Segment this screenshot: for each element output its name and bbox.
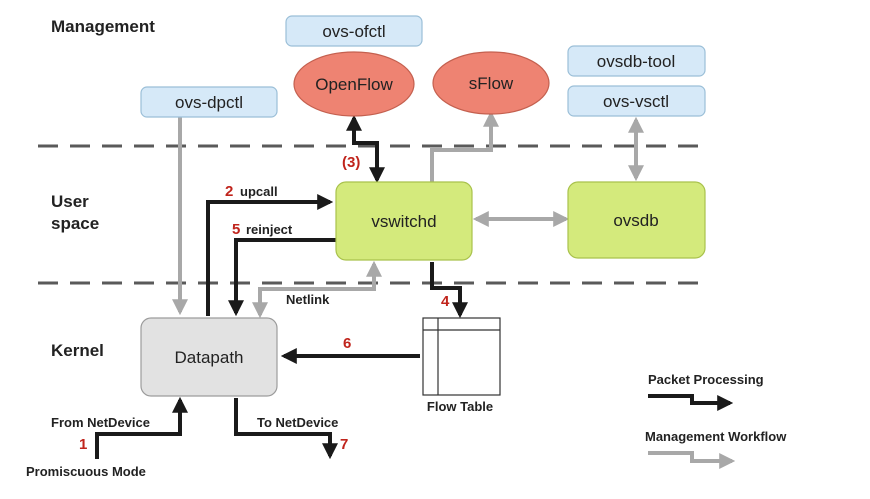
box-ovs-dpctl bbox=[140, 86, 278, 118]
box-ovs-ofctl bbox=[285, 15, 423, 47]
arrow-netlink bbox=[252, 260, 382, 319]
arrow-step5-reinject bbox=[228, 238, 336, 317]
layer-label-user-space-2: space bbox=[51, 214, 99, 233]
legend-swatch-packet-processing bbox=[648, 394, 734, 411]
label-datapath: Datapath bbox=[175, 348, 244, 367]
box-ovs-vsctl bbox=[567, 85, 706, 117]
label-flow-table: Flow Table bbox=[427, 399, 493, 414]
step-number-2: 2 bbox=[225, 183, 233, 200]
label-reinject: reinject bbox=[246, 222, 293, 237]
label-to-netdevice: To NetDevice bbox=[257, 415, 338, 430]
legend: Packet Processing Management Workflow bbox=[645, 372, 787, 469]
arrow-step1-from-netdevice bbox=[95, 396, 188, 459]
label-ovs-ofctl: ovs-ofctl bbox=[322, 22, 385, 41]
box-ovsdb-tool bbox=[567, 45, 706, 77]
label-netlink: Netlink bbox=[286, 292, 330, 307]
layer-label-user-space-1: User bbox=[51, 192, 89, 211]
step-number-4: 4 bbox=[441, 293, 450, 310]
arrow-vswitchd-to-sflow bbox=[430, 110, 499, 183]
step-number-1: 1 bbox=[79, 436, 87, 453]
legend-swatch-management-workflow bbox=[648, 451, 736, 469]
label-ovsdb-tool: ovsdb-tool bbox=[597, 52, 675, 71]
label-ovsdb: ovsdb bbox=[613, 211, 658, 230]
flow-table-grid bbox=[422, 317, 501, 396]
legend-label-management-workflow: Management Workflow bbox=[645, 429, 787, 444]
label-promiscuous-mode: Promiscuous Mode bbox=[26, 464, 146, 479]
step-number-7: 7 bbox=[340, 436, 348, 453]
step-number-3: (3) bbox=[342, 154, 360, 171]
box-vswitchd bbox=[335, 181, 473, 261]
arrow-step4-to-flow-table bbox=[430, 262, 468, 319]
legend-label-packet-processing: Packet Processing bbox=[648, 372, 764, 387]
step-number-5: 5 bbox=[232, 221, 240, 238]
label-ovs-vsctl: ovs-vsctl bbox=[603, 92, 669, 111]
box-datapath bbox=[140, 317, 278, 397]
label-upcall: upcall bbox=[240, 184, 278, 199]
arrow-step3-openflow-vswitchd bbox=[346, 114, 385, 184]
ellipse-openflow bbox=[293, 51, 415, 117]
label-sflow: sFlow bbox=[469, 74, 514, 93]
arrow-step7-to-netdevice bbox=[234, 398, 338, 460]
box-ovsdb bbox=[567, 181, 706, 259]
arrow-step2-upcall bbox=[206, 194, 334, 316]
label-ovs-dpctl: ovs-dpctl bbox=[175, 93, 243, 112]
layer-label-management: Management bbox=[51, 17, 155, 36]
ellipse-sflow bbox=[432, 51, 550, 115]
label-from-netdevice: From NetDevice bbox=[51, 415, 150, 430]
step-number-6: 6 bbox=[343, 335, 351, 352]
label-openflow: OpenFlow bbox=[315, 75, 393, 94]
layer-label-kernel: Kernel bbox=[51, 341, 104, 360]
label-vswitchd: vswitchd bbox=[371, 212, 436, 231]
